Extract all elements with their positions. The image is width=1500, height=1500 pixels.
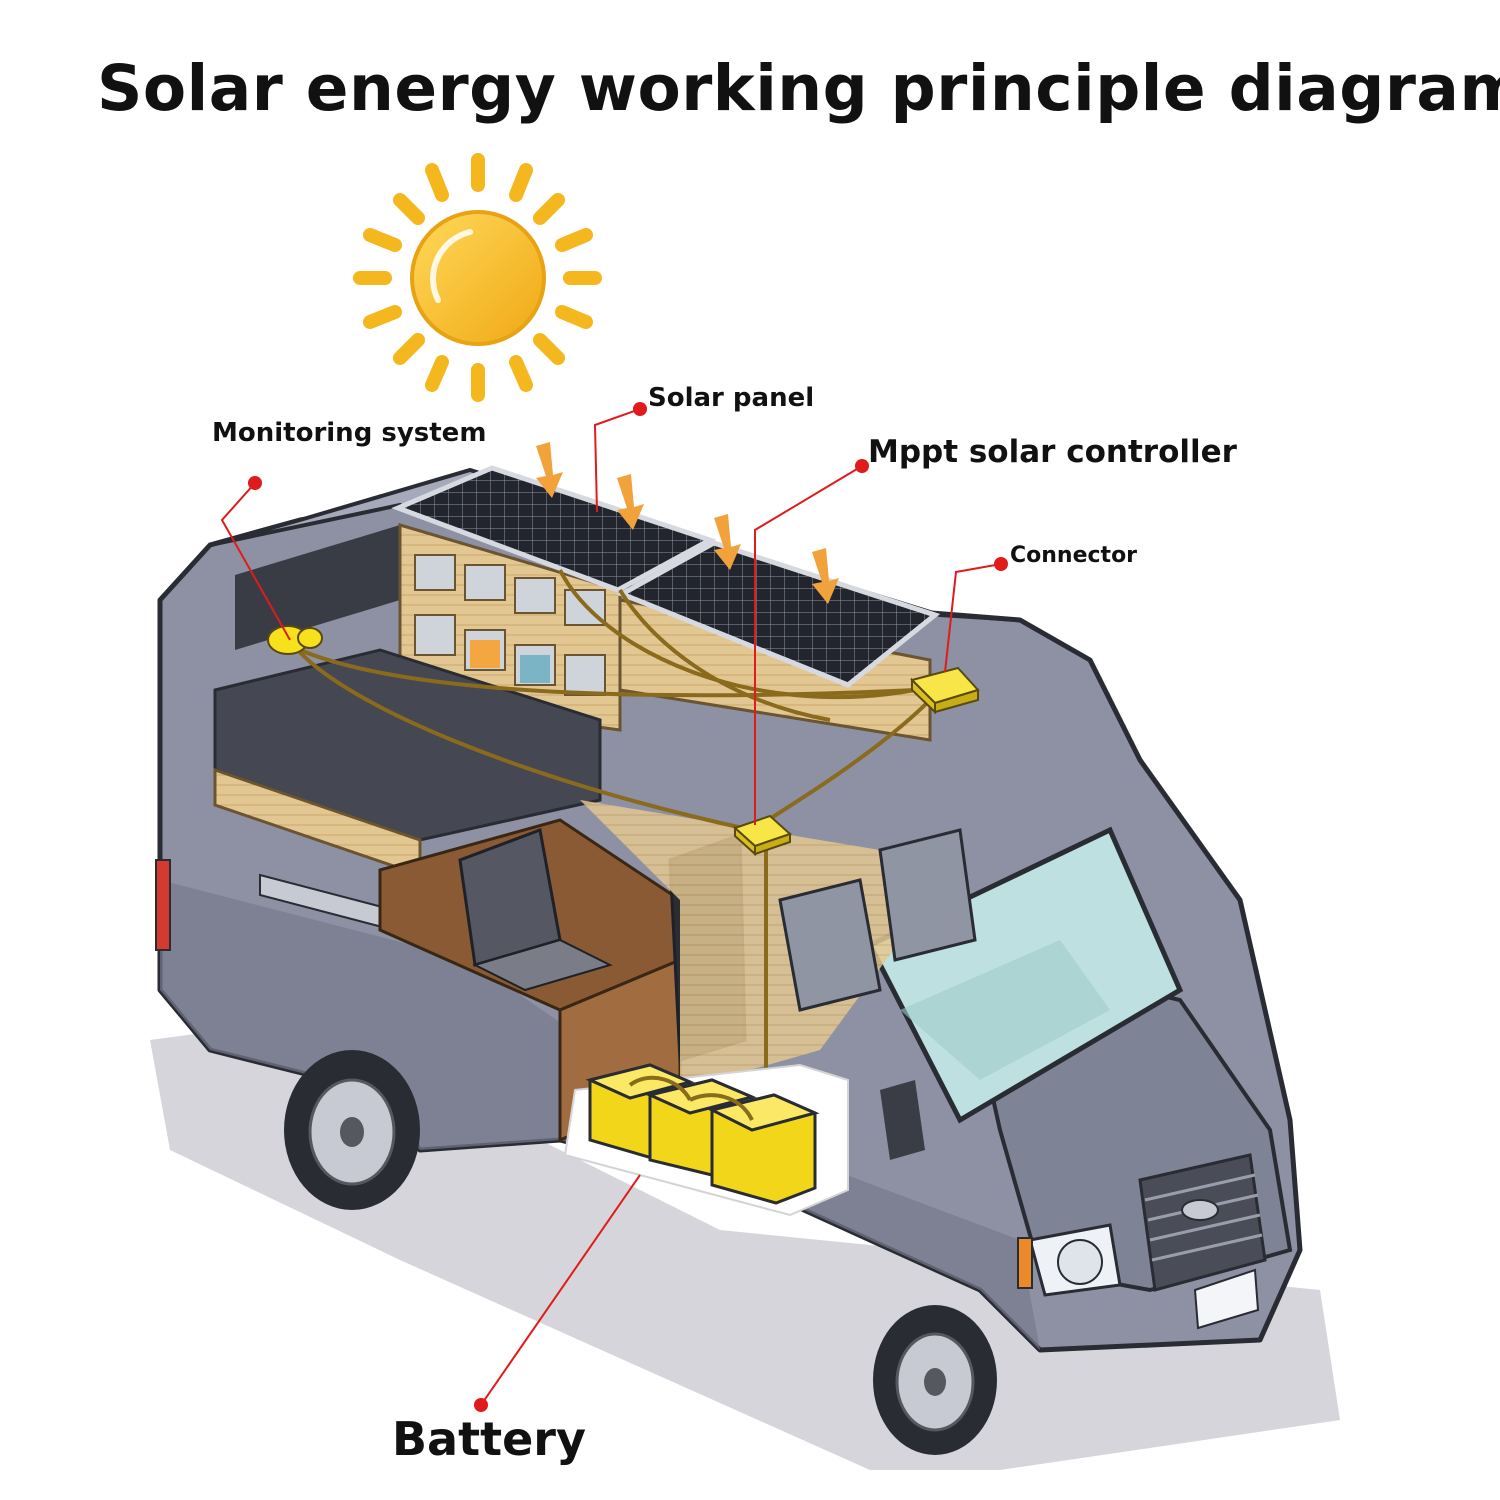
- van-interior: [213, 522, 977, 1143]
- sun-icon: [353, 153, 602, 402]
- label-solar-panel: Solar panel: [648, 383, 815, 413]
- label-monitoring-system: Monitoring system: [212, 418, 487, 448]
- controller-icon: [733, 814, 792, 857]
- rear-wheel: [284, 1050, 420, 1210]
- callout-dots: [248, 402, 1008, 1412]
- monitor-icon: [267, 625, 323, 655]
- label-mppt-controller: Mppt solar controller: [868, 434, 1237, 470]
- front-wheel: [873, 1305, 997, 1455]
- page-title: Solar energy working principle diagram: [97, 52, 1500, 125]
- label-connector: Connector: [1010, 543, 1138, 568]
- callout-lines: [220, 408, 1002, 1406]
- connector-icon: [910, 666, 980, 715]
- front-grille: [1138, 1153, 1267, 1292]
- cables: [288, 569, 932, 1075]
- solar-panel-icon: [391, 465, 941, 688]
- sunlight-arrows: [536, 442, 839, 604]
- battery-icon: [563, 1063, 849, 1217]
- label-battery: Battery: [392, 1412, 586, 1466]
